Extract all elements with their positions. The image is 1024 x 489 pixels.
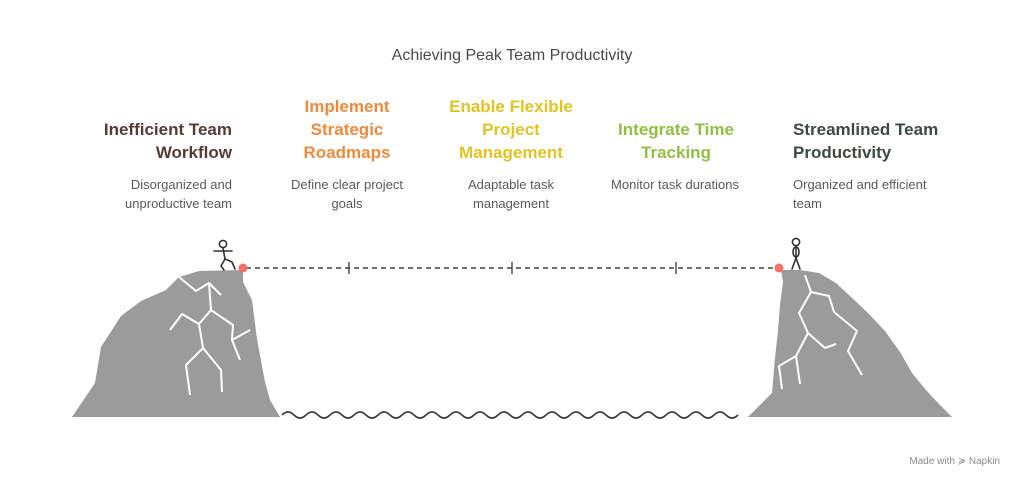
step-2-desc: Define clear project goals [291, 177, 403, 211]
start-anchor [238, 263, 248, 273]
step-5-desc: Organized and efficient team [793, 177, 927, 211]
walking-person-icon [213, 239, 236, 271]
napkin-watermark: Made with ≽ Napkin [909, 456, 1000, 467]
step-1-title: Inefficient Team Workflow [103, 120, 232, 162]
water-wave [281, 411, 739, 419]
step-4-title: Integrate Time Tracking [618, 120, 734, 162]
step-2-title: Implement Strategic Roadmaps [303, 97, 391, 162]
right-cliff [748, 270, 952, 417]
step-3-desc: Adaptable task management [467, 177, 554, 211]
end-anchor [774, 263, 784, 273]
step-5-title: Streamlined Team Productivity [793, 120, 939, 162]
step-3-title: Enable Flexible Project Management [449, 97, 573, 162]
standing-person-icon [791, 237, 801, 270]
diagram-title: Achieving Peak Team Productivity [391, 47, 633, 64]
step-1-desc: Disorganized and unproductive team [125, 177, 232, 211]
step-4-desc: Monitor task durations [611, 177, 739, 192]
left-cliff [72, 270, 280, 417]
